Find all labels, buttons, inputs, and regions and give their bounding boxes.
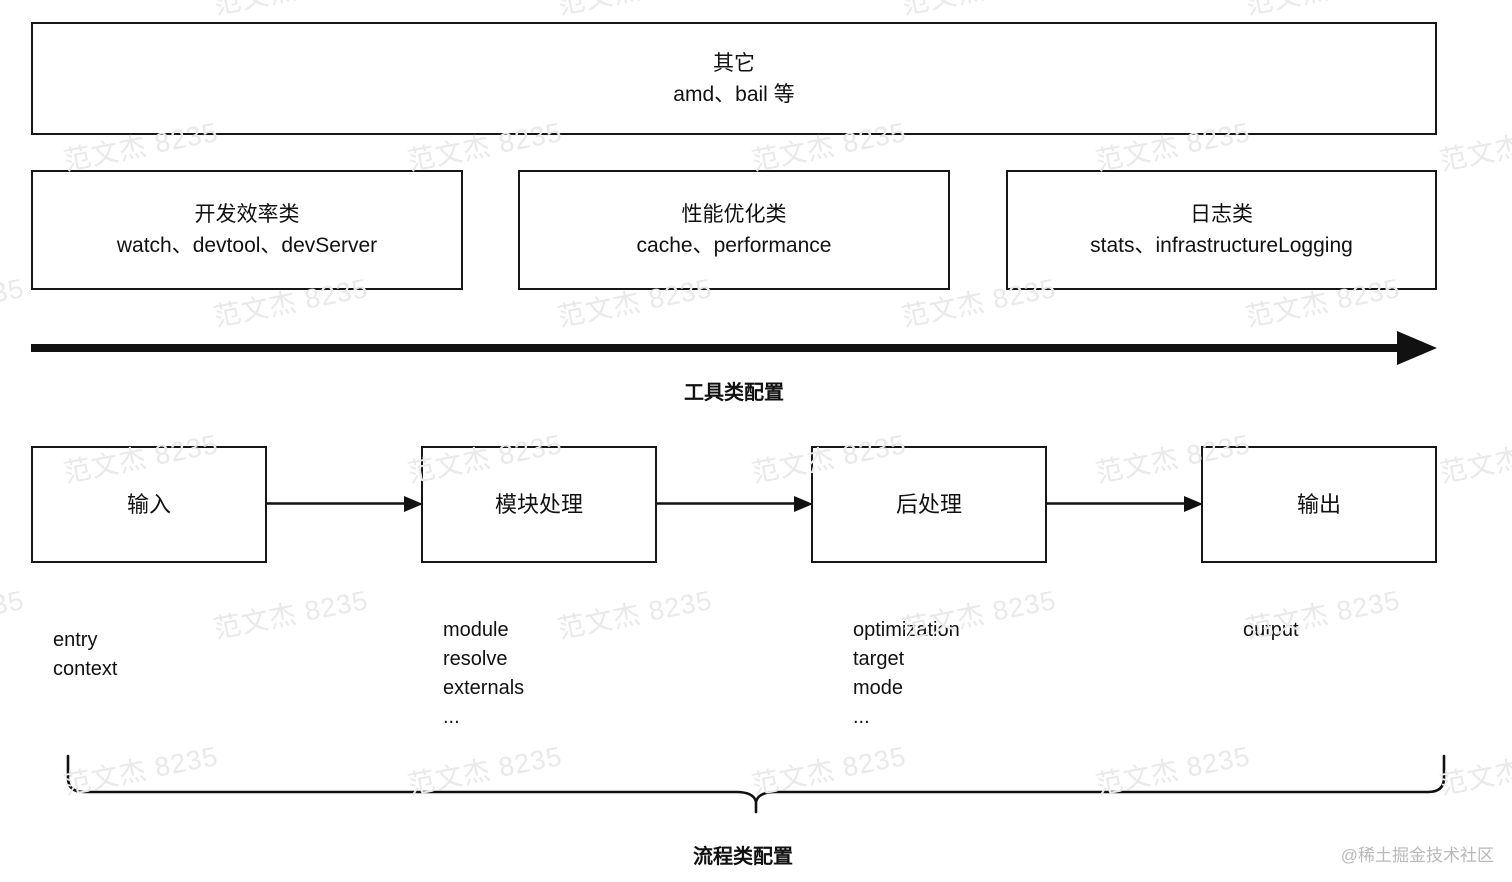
other-config-heading: 其它 — [713, 51, 755, 75]
flow-box-label: 后处理 — [895, 492, 962, 517]
option-item: output — [1243, 619, 1299, 641]
flow-config-brace-icon — [66, 754, 1446, 814]
watermark-tile: 范文杰 8235 — [211, 584, 371, 645]
watermark-tile: 范文杰 8235 — [0, 272, 27, 332]
option-item: ... — [853, 706, 870, 728]
flow-box-label: 输入 — [126, 492, 171, 517]
option-column-output: output — [1243, 616, 1299, 645]
category-detail: cache、performance — [636, 234, 832, 257]
watermark-tile: 范文杰 8235 — [555, 584, 715, 645]
tool-config-caption: 工具类配置 — [684, 382, 784, 404]
option-column-post: optimization target mode ... — [853, 616, 960, 732]
flow-arrow-post-to-output — [1047, 496, 1203, 512]
option-column-input: entry context — [53, 626, 117, 684]
option-item: externals — [443, 677, 525, 699]
category-heading: 开发效率类 — [194, 203, 300, 226]
option-item: resolve — [443, 648, 508, 670]
flow-box-post-processing: 后处理 — [811, 446, 1047, 563]
category-heading: 日志类 — [1190, 203, 1253, 226]
option-item: context — [53, 658, 118, 680]
category-box-performance: 性能优化类 cache、performance — [518, 170, 950, 290]
watermark-tile: 范文杰 8235 — [554, 0, 715, 22]
category-heading: 性能优化类 — [681, 203, 787, 226]
category-detail: watch、devtool、devServer — [116, 234, 378, 257]
flow-box-output: 输出 — [1201, 446, 1437, 563]
flow-arrow-input-to-module — [267, 496, 423, 512]
other-config-box: 其它 amd、bail 等 — [31, 22, 1437, 135]
tool-config-arrow-icon — [31, 331, 1437, 365]
watermark-tile: 范文杰 8235 — [898, 0, 1059, 22]
option-item: entry — [53, 629, 98, 651]
watermark-tile: 范文杰 8235 — [0, 584, 27, 644]
option-item: optimization — [853, 619, 960, 641]
flow-config-caption: 流程类配置 — [693, 846, 793, 868]
flow-box-label: 模块处理 — [494, 492, 583, 517]
option-item: module — [443, 619, 509, 641]
corner-watermark: @稀土掘金技术社区 — [1340, 846, 1494, 865]
other-config-detail: amd、bail 等 — [673, 82, 795, 106]
watermark-tile: 范文杰 8235 — [210, 0, 371, 22]
watermark-tile: 范文杰 8235 — [1437, 429, 1512, 489]
flow-arrow-module-to-post — [657, 496, 813, 512]
option-column-module: module resolve externals ... — [443, 616, 524, 732]
category-box-dev-efficiency: 开发效率类 watch、devtool、devServer — [31, 170, 463, 290]
watermark-tile: 范文杰 8235 — [0, 0, 27, 22]
flow-box-input: 输入 — [31, 446, 267, 563]
watermark-tile: 范文杰 8235 — [1437, 741, 1512, 801]
flow-box-module-processing: 模块处理 — [421, 446, 657, 563]
option-item: ... — [443, 706, 460, 728]
option-item: target — [853, 648, 905, 670]
flow-box-label: 输出 — [1296, 492, 1341, 517]
option-item: mode — [853, 677, 904, 699]
category-box-logging: 日志类 stats、infrastructureLogging — [1006, 170, 1437, 290]
category-detail: stats、infrastructureLogging — [1090, 234, 1353, 257]
watermark-tile: 范文杰 8235 — [1437, 117, 1512, 177]
watermark-tile: 范文杰 8235 — [1242, 0, 1403, 22]
